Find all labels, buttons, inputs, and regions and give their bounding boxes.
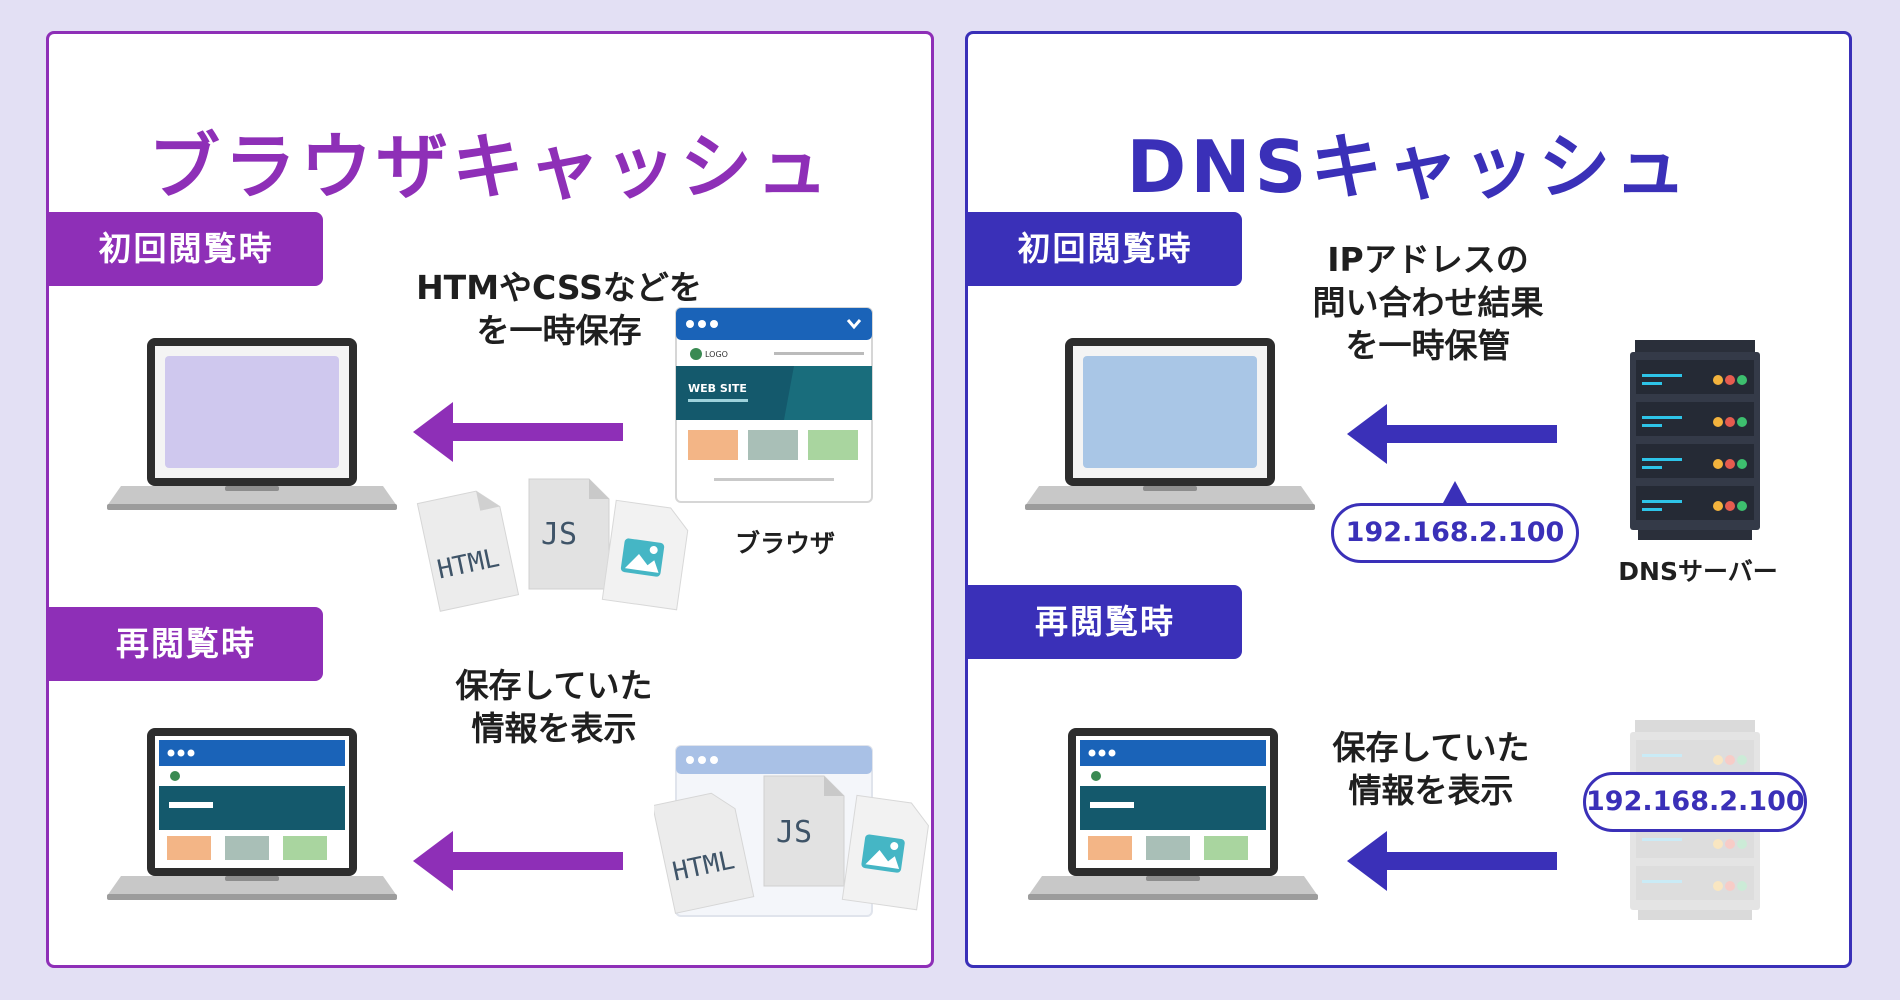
revisit-tag: 再閲覧時 <box>968 585 1242 659</box>
revisit-caption: 保存していた 情報を表示 <box>1332 728 1530 810</box>
panel-title: DNSキャッシュ <box>1126 125 1691 209</box>
browser-window-icon: LOGO WEB SITE <box>675 307 873 503</box>
laptop-with-website-icon <box>1028 728 1318 900</box>
ip-address-badge: 192.168.2.100 <box>1583 772 1807 832</box>
revisit-tag: 再閲覧時 <box>49 607 323 681</box>
first-visit-tag: 初回閲覧時 <box>968 212 1242 286</box>
mockup-hero: WEB SITE <box>688 382 747 395</box>
first-visit-caption: HTMやCSSなどを を一時保存 <box>416 268 702 350</box>
dns-server-label: DNSサーバー <box>1618 557 1778 586</box>
callout-pointer <box>1443 481 1467 503</box>
arrow-left-icon <box>1347 831 1557 891</box>
arrow-left-icon <box>413 831 623 891</box>
laptop-icon <box>107 338 397 510</box>
js-file-label: JS <box>541 517 577 552</box>
js-file-label: JS <box>776 815 812 850</box>
dns-server-icon <box>1630 340 1760 540</box>
cached-files-icon: HTML JS <box>416 478 689 612</box>
first-visit-tag: 初回閲覧時 <box>49 212 323 286</box>
revisit-caption: 保存していた 情報を表示 <box>455 666 653 748</box>
arrow-left-icon <box>413 402 623 462</box>
first-visit-caption: IPアドレスの 問い合わせ結果 を一時保管 <box>1312 240 1544 365</box>
browser-label: ブラウザ <box>734 529 835 558</box>
browser-cache-panel: ブラウザキャッシュ 初回閲覧時 HTMやCSSなどを を一時保存 LOGO WE… <box>46 31 934 968</box>
panel-title: ブラウザキャッシュ <box>147 125 832 209</box>
cached-files-icon: HTML JS <box>654 745 929 917</box>
laptop-with-website-icon <box>107 728 397 900</box>
dns-cache-panel: DNSキャッシュ 初回閲覧時 IPアドレスの 問い合わせ結果 を一時保管 192… <box>965 31 1852 968</box>
arrow-left-icon <box>1347 404 1557 464</box>
mockup-logo: LOGO <box>705 350 728 359</box>
laptop-icon <box>1025 338 1315 510</box>
ip-address-badge: 192.168.2.100 <box>1331 503 1579 563</box>
